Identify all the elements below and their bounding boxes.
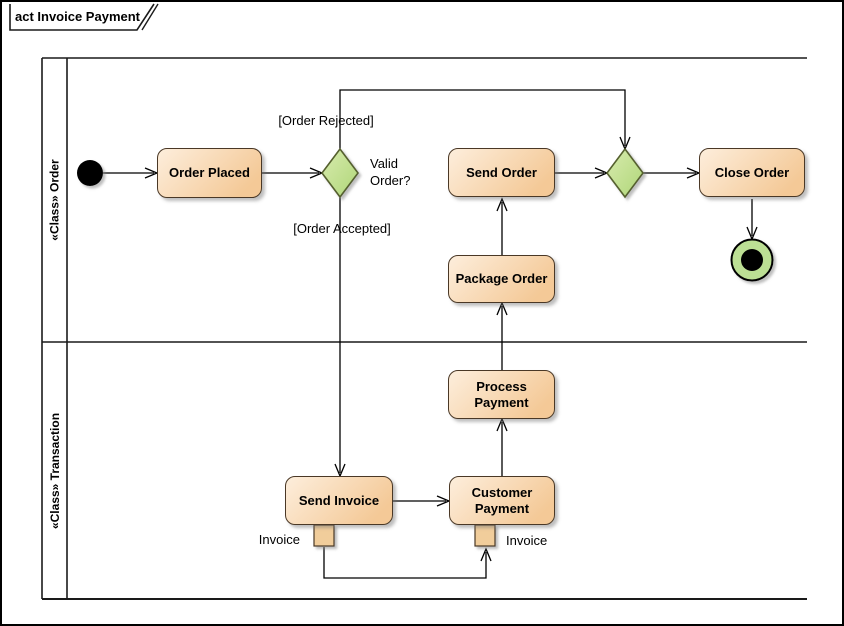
merge-node[interactable] [606,147,644,199]
activity-package-order-label: Package Order [455,271,548,286]
activity-order-placed[interactable]: Order Placed [157,148,262,198]
activity-customer-payment[interactable]: Customer Payment [449,476,555,525]
lane-order: «Class» Order [42,58,68,342]
flow-order-rejected[interactable] [339,89,631,151]
lane-order-label: «Class» Order [48,159,63,241]
guard-order-rejected: [Order Rejected] [278,113,374,128]
lane-transaction: «Class» Transaction [42,342,68,599]
flow-invoice-object[interactable] [323,547,492,579]
lane-transaction-label: «Class» Transaction [48,412,62,529]
activity-send-invoice-label: Send Invoice [298,492,380,508]
activity-close-order[interactable]: Close Order [699,148,805,197]
frame-title-tab-slash [141,3,159,31]
activity-send-invoice[interactable]: Send Invoice [285,476,393,525]
diagram-title: act Invoice Payment [15,9,140,24]
activity-send-order[interactable]: Send Order [448,148,555,197]
activity-package-order[interactable]: Package Order [448,255,555,303]
input-pin-invoice-label: Invoice [506,533,548,548]
activity-close-order-label: Close Order [714,164,790,180]
guard-order-accepted: [Order Accepted] [293,221,391,236]
decision-question-label: Valid Order? [370,156,411,188]
frame-title-tab [9,3,155,31]
activity-process-payment-label: Process Payment [474,378,529,410]
output-pin-invoice-label: Invoice [258,532,300,547]
decision-valid-order[interactable] [321,147,359,199]
activity-order-placed-label: Order Placed [169,165,250,180]
activity-send-order-label: Send Order [466,164,537,180]
initial-node[interactable] [77,160,103,186]
final-node[interactable] [730,238,774,282]
output-pin-invoice[interactable] [313,524,335,547]
input-pin-invoice[interactable] [474,524,496,547]
activity-customer-payment-label: Customer Payment [471,484,533,516]
activity-process-payment[interactable]: Process Payment [448,370,555,419]
